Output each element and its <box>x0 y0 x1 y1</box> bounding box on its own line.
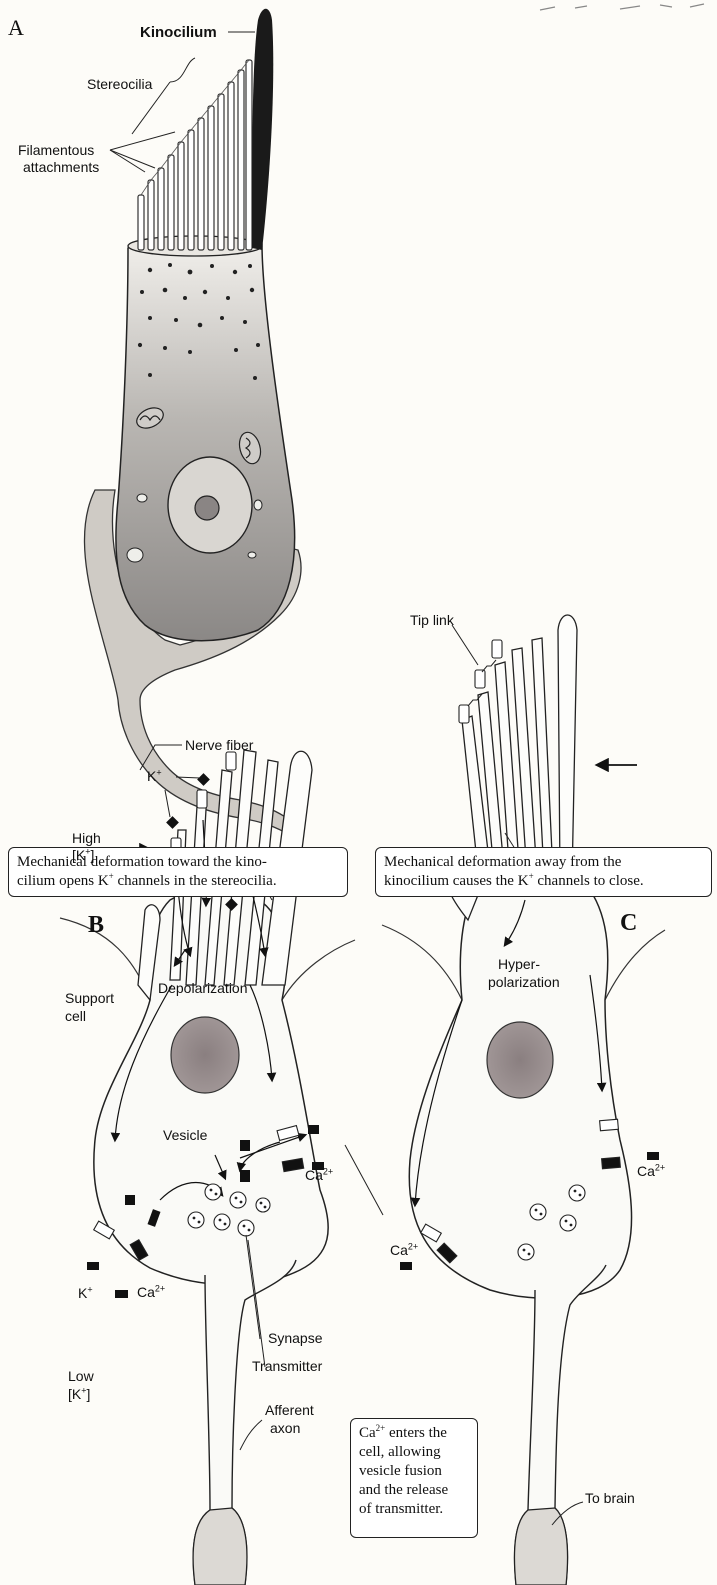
support-cell-label-1: Support <box>65 990 114 1007</box>
caption-b-line2-post: channels in the stereocilia. <box>114 873 277 889</box>
k-ion-label-b: K+ <box>147 768 162 785</box>
caption-ca-line4: and the release <box>359 1482 448 1498</box>
caption-c: Mechanical deformation away from the kin… <box>375 847 712 897</box>
ca-bottom-label: Ca2+ <box>137 1284 165 1301</box>
afferent-label-1: Afferent <box>265 1402 314 1419</box>
panel-a-letter: A <box>8 15 24 41</box>
nerve-fiber-label: Nerve fiber <box>185 737 253 754</box>
caption-c-line2-pre: kinocilium causes the K <box>384 873 529 889</box>
support-cell-c-left <box>382 925 462 1000</box>
caption-ca-symbol: Ca <box>359 1425 376 1441</box>
nucleus-c <box>487 1022 553 1098</box>
caption-b-line2-pre: cilium opens K <box>17 873 109 889</box>
caption-ca-line2: cell, allowing <box>359 1444 441 1460</box>
panel-a-hair-cell <box>84 9 301 840</box>
panel-c-letter: C <box>620 910 637 937</box>
stereocilia-label: Stereocilia <box>87 76 152 93</box>
ca-left-label-c: Ca2+ <box>390 1242 418 1259</box>
afferent-label-2: axon <box>270 1420 300 1437</box>
hyper-label-1: Hyper- <box>498 956 540 973</box>
support-cell-right <box>282 940 355 1000</box>
caption-b: Mechanical deformation toward the kino- … <box>8 847 348 897</box>
support-cell-left <box>60 918 150 1000</box>
high-label-1: High <box>72 830 101 847</box>
transmitter-label: Transmitter <box>252 1358 322 1375</box>
nucleolus-a <box>195 496 219 520</box>
caption-ca: Ca2+ enters the cell, allowing vesicle f… <box>350 1418 478 1538</box>
support-cell-label-2: cell <box>65 1008 86 1025</box>
caption-c-line1: Mechanical deformation away from the <box>384 854 621 870</box>
nucleus-b <box>171 1017 239 1093</box>
tip-link-label: Tip link <box>410 612 454 629</box>
caption-c-line2-post: channels to close. <box>534 873 644 889</box>
caption-ca-line1: enters the <box>385 1425 447 1441</box>
low-label-2: [K+] <box>68 1386 90 1403</box>
hyper-label-2: polarization <box>488 974 560 991</box>
low-label-1: Low <box>68 1368 94 1385</box>
caption-b-line1: Mechanical deformation toward the kino- <box>17 854 267 870</box>
high-label-2: [K+] <box>72 847 94 864</box>
stereocilia-bundle <box>138 60 252 250</box>
caption-ca-charge: 2+ <box>376 1423 386 1433</box>
filamentous-label-1: Filamentous <box>18 142 94 159</box>
depolarization-label: Depolarization <box>158 980 248 997</box>
caption-ca-line5: of transmitter. <box>359 1501 443 1517</box>
kinocilium-label: Kinocilium <box>140 24 217 41</box>
vesicle-label: Vesicle <box>163 1127 207 1144</box>
ca-label-b: Ca2+ <box>305 1167 333 1184</box>
to-brain-label: To brain <box>585 1490 635 1507</box>
panel-b-letter: B <box>88 912 104 939</box>
filamentous-label-2: attachments <box>23 159 99 176</box>
k-out-label: K+ <box>78 1285 93 1302</box>
support-cell-c-right <box>605 930 665 1000</box>
caption-ca-line3: vesicle fusion <box>359 1463 442 1479</box>
kinocilium <box>252 9 273 250</box>
hair-cell-body <box>116 239 295 641</box>
synapse-label: Synapse <box>268 1330 322 1347</box>
ca-right-label-c: Ca2+ <box>637 1163 665 1180</box>
